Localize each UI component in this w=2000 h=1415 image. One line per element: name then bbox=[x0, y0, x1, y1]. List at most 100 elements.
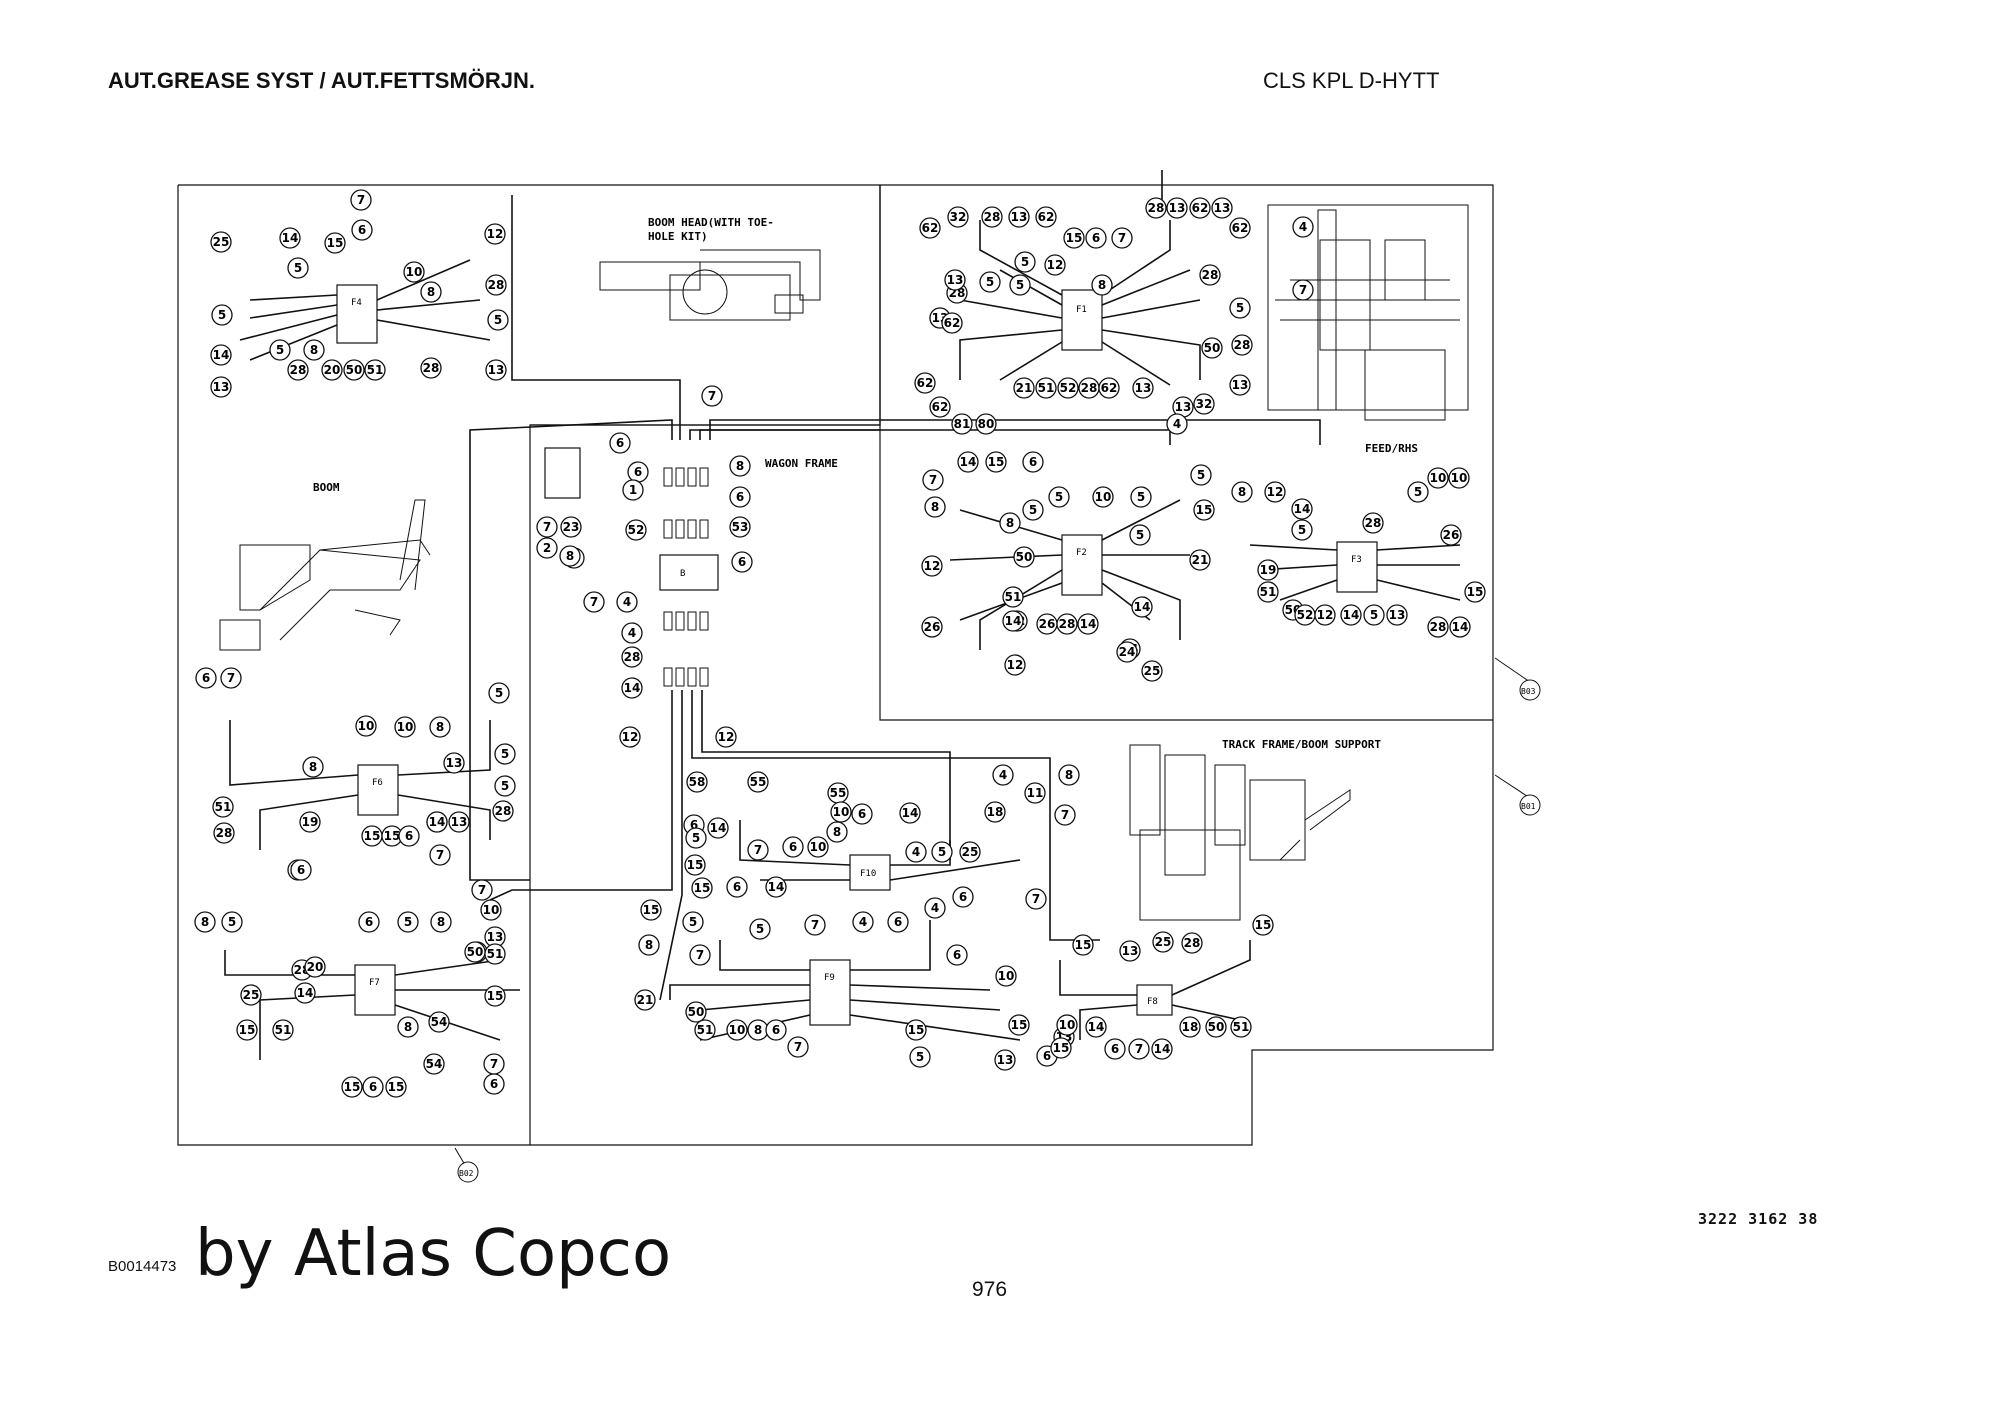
callout-bubble: 54 bbox=[428, 1011, 450, 1033]
callout-bubble: 15 bbox=[484, 985, 506, 1007]
callout-bubble: 6 bbox=[627, 461, 649, 483]
callout-number: 8 bbox=[309, 760, 317, 774]
callout-bubble: 7 bbox=[536, 516, 558, 538]
callout-bubble: 58 bbox=[686, 771, 708, 793]
callout-bubble: 55 bbox=[747, 771, 769, 793]
callout-number: 80 bbox=[978, 417, 995, 431]
callout-number: 32 bbox=[1196, 397, 1213, 411]
callout-bubble: 50 bbox=[685, 1001, 707, 1023]
detail-ref-b03-label: B03 bbox=[1521, 687, 1536, 696]
callout-number: 51 bbox=[1233, 1020, 1250, 1034]
callout-number: 50 bbox=[688, 1005, 705, 1019]
callout-number: 62 bbox=[1101, 381, 1118, 395]
callout-bubble: 15 bbox=[1008, 1014, 1030, 1036]
callout-bubble: 62 bbox=[1035, 206, 1057, 228]
callout-bubble: 5 bbox=[1022, 499, 1044, 521]
callout-number: 15 bbox=[384, 829, 401, 843]
callout-number: 50 bbox=[467, 945, 484, 959]
callout-number: 5 bbox=[494, 313, 502, 327]
callout-bubble: 5 bbox=[685, 827, 707, 849]
callout-bubble: 55 bbox=[827, 782, 849, 804]
callout-bubble: 28 bbox=[1145, 197, 1167, 219]
callout-bubble: 11 bbox=[1024, 782, 1046, 804]
callout-number: 6 bbox=[1111, 1042, 1119, 1056]
callout-number: 5 bbox=[276, 343, 284, 357]
callout-number: 28 bbox=[1081, 381, 1098, 395]
callout-number: 6 bbox=[858, 807, 866, 821]
callout-bubble: 51 bbox=[1230, 1016, 1252, 1038]
callout-bubble: 4 bbox=[852, 911, 874, 933]
callout-number: 13 bbox=[487, 930, 504, 944]
callout-bubble: 19 bbox=[1257, 559, 1279, 581]
callout-bubble: 8 bbox=[1231, 481, 1253, 503]
callout-number: 81 bbox=[954, 417, 971, 431]
callout-bubble: 7 bbox=[689, 944, 711, 966]
callout-bubble: 10 bbox=[1448, 467, 1470, 489]
callout-bubble: 28 bbox=[492, 800, 514, 822]
callout-bubble: 14 bbox=[899, 802, 921, 824]
callout-bubble: 10 bbox=[480, 899, 502, 921]
callout-number: 25 bbox=[1155, 935, 1172, 949]
callout-bubble: 52 bbox=[1057, 377, 1079, 399]
callout-bubble: 52 bbox=[625, 519, 647, 541]
callout-number: 62 bbox=[917, 376, 934, 390]
callout-bubble: 62 bbox=[1189, 197, 1211, 219]
feed-frame bbox=[879, 185, 1493, 721]
callout-bubble: 7 bbox=[350, 189, 372, 211]
callout-bubble: 5 bbox=[211, 304, 233, 326]
callout-number: 12 bbox=[622, 730, 639, 744]
callout-bubble: 51 bbox=[1257, 581, 1279, 603]
figure-number: B0014473 bbox=[108, 1258, 177, 1275]
callout-bubble: 14 bbox=[1085, 1016, 1107, 1038]
callout-bubble: 62 bbox=[1098, 377, 1120, 399]
callout-bubble: 5 bbox=[682, 911, 704, 933]
callout-bubble: 20 bbox=[304, 956, 326, 978]
callout-number: 4 bbox=[1173, 417, 1181, 431]
callout-number: 28 bbox=[488, 278, 505, 292]
callout-number: 55 bbox=[750, 775, 767, 789]
callout-bubble: 8 bbox=[303, 339, 325, 361]
callout-number: 5 bbox=[986, 275, 994, 289]
brand-text: by Atlas Copco bbox=[195, 1217, 672, 1291]
callout-number: 14 bbox=[282, 231, 299, 245]
callout-bubble: 50 bbox=[464, 941, 486, 963]
section-label-boom: BOOM bbox=[313, 481, 340, 494]
callout-bubble: 32 bbox=[1193, 393, 1215, 415]
callout-bubble: 15 bbox=[1063, 227, 1085, 249]
callout-number: 15 bbox=[1196, 503, 1213, 517]
callout-bubble: 24 bbox=[1116, 641, 1138, 663]
callout-bubble: 5 bbox=[1009, 274, 1031, 296]
callout-bubble: 4 bbox=[992, 764, 1014, 786]
callout-bubble: 28 bbox=[1078, 377, 1100, 399]
callout-number: 6 bbox=[1092, 231, 1100, 245]
callout-number: 12 bbox=[1007, 658, 1024, 672]
callout-bubble: 8 bbox=[1091, 274, 1113, 296]
callout-number: 11 bbox=[1027, 786, 1044, 800]
callout-bubble: 5 bbox=[931, 841, 953, 863]
callout-number: 15 bbox=[487, 989, 504, 1003]
callout-number: 5 bbox=[1021, 255, 1029, 269]
callout-bubble: 12 bbox=[1004, 654, 1026, 676]
callout-bubble: 51 bbox=[1002, 586, 1024, 608]
callout-number: 6 bbox=[894, 915, 902, 929]
callout-bubble: 53 bbox=[729, 516, 751, 538]
callout-bubble: 28 bbox=[1231, 334, 1253, 356]
callout-bubble: 6 bbox=[731, 551, 753, 573]
callout-bubble: 23 bbox=[560, 516, 582, 538]
callout-number: 28 bbox=[290, 363, 307, 377]
callout-number: 62 bbox=[932, 400, 949, 414]
callout-bubble: 4 bbox=[1292, 216, 1314, 238]
callout-bubble: 13 bbox=[485, 359, 507, 381]
callout-number: 5 bbox=[1016, 278, 1024, 292]
distributor-f1: F1 bbox=[959, 220, 1201, 386]
callout-number: 6 bbox=[365, 915, 373, 929]
callout-bubble: 10 bbox=[807, 836, 829, 858]
callout-bubble: 28 bbox=[485, 274, 507, 296]
pump-label: B bbox=[680, 569, 685, 579]
callout-bubble: 5 bbox=[749, 918, 771, 940]
callout-bubble: 7 bbox=[220, 667, 242, 689]
callout-bubble: 50 bbox=[1205, 1016, 1227, 1038]
callout-bubble: 28 bbox=[420, 357, 442, 379]
callout-bubble: 6 bbox=[729, 486, 751, 508]
callout-number: 25 bbox=[1144, 664, 1161, 678]
